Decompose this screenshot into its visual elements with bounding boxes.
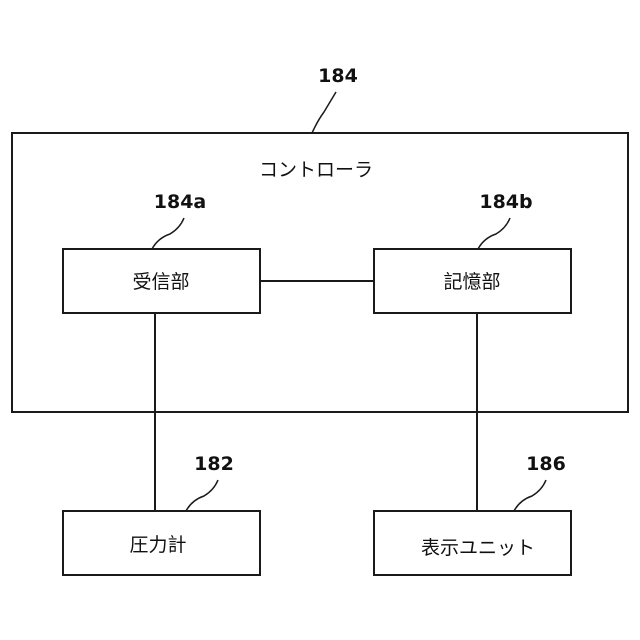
receiver-label: 受信部 [132,271,189,293]
display-unit-leader-line [514,480,546,511]
display-unit-ref-number: 186 [526,453,566,475]
controller-label: コントローラ [259,159,373,181]
storage-label: 記憶部 [443,271,500,293]
receiver-ref-number: 184a [154,191,206,213]
controller-ref-number: 184 [318,65,358,87]
controller-leader-line [312,92,336,133]
pressure-gauge-leader-line [186,480,218,511]
storage-ref-number: 184b [479,191,532,213]
pressure-gauge-label: 圧力計 [129,534,186,556]
display-unit-label: 表示ユニット [421,537,535,559]
pressure-gauge-ref-number: 182 [194,453,234,475]
